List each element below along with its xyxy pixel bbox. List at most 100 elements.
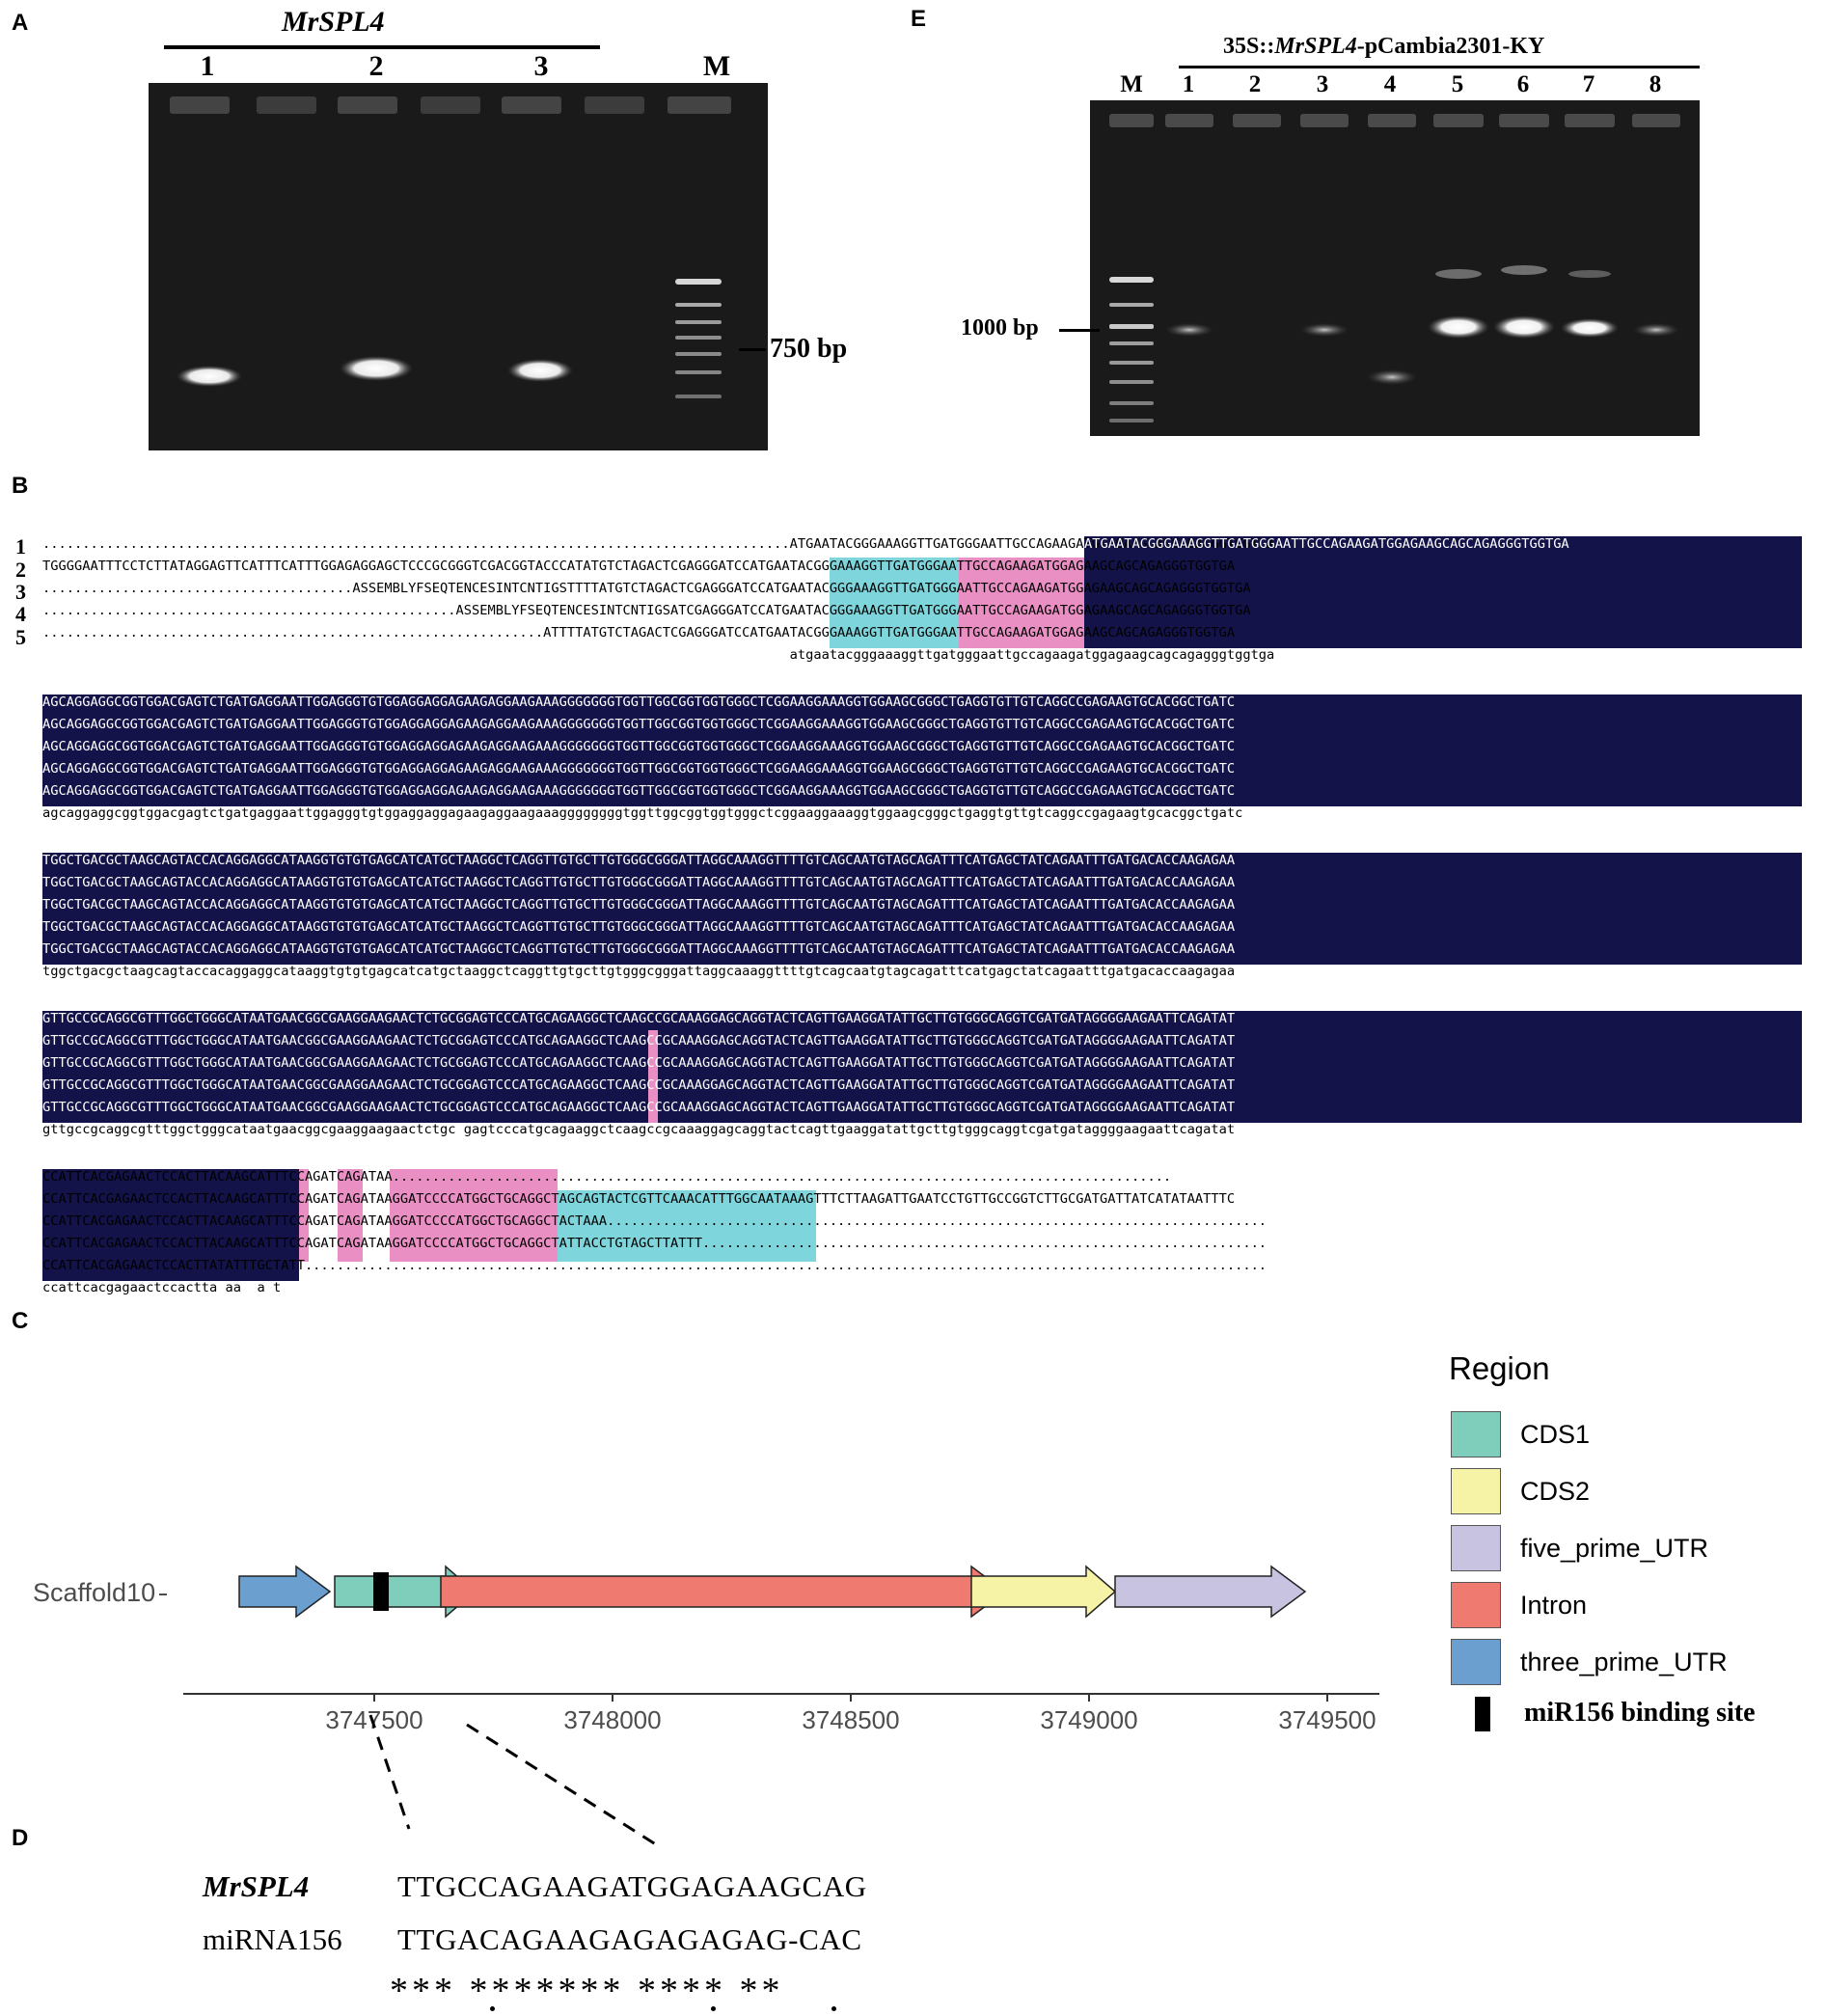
gene-feature-five-prime-utr — [1114, 1565, 1307, 1619]
alignment-seq: TGGGGAATTTCCTCTTATAGGAGTTCATTTCATTTGGAGA… — [42, 558, 1236, 574]
alignment-row: TGGCTGACGCTAAGCAGTACCACAGGAGGCATAAGGTGTG… — [42, 917, 1802, 937]
gene-feature-three-prime-utr — [238, 1565, 332, 1619]
alignment-identity-bg-3 — [42, 853, 1802, 965]
genome-axis-tick-label: 3748500 — [802, 1705, 900, 1734]
alignment-seq: ........................................… — [42, 625, 1236, 640]
alignment-row: GTTGCCGCAGGCGTTTGGCTGGGCATAATGAACGGCGAAG… — [42, 1031, 1802, 1050]
alignment-highlight-pink-5a — [299, 1169, 309, 1262]
seq-name-mirna156: miRNA156 — [203, 1922, 342, 1956]
alignment-seq: GTTGCCGCAGGCGTTTGGCTGGGCATAATGAACGGCGAAG… — [42, 1100, 1236, 1115]
legend-swatch — [1451, 1582, 1501, 1628]
marker-label-a: 750 bp — [770, 334, 848, 364]
alignment-consensus: agcaggaggcggtggacgagtctgatgaggaattggaggg… — [42, 804, 1802, 823]
alignment-highlight-pink-5b — [338, 1169, 363, 1262]
gene-feature-intron — [440, 1565, 1007, 1619]
alignment-seq: CCATTCACGAGAACTCCACTTACAAGCATTTCCAGATCAG… — [42, 1236, 1267, 1251]
panel-label-d: D — [12, 1825, 29, 1851]
alignment-row: .......................................A… — [42, 579, 1802, 598]
alignment-consensus-seq: ccattcacgagaactccactta aa a t — [42, 1280, 282, 1295]
alignment-highlight-cyan-5 — [558, 1190, 816, 1262]
legend-label: CDS2 — [1520, 1477, 1591, 1506]
gel-e-graphics — [1109, 114, 1680, 422]
alignment-row: CCATTCACGAGAACTCCACTTATATTTGCTATT.......… — [42, 1256, 1802, 1275]
alignment-consensus-seq: atgaatacgggaaaggttgatgggaattgccagaagatgg… — [42, 647, 1275, 663]
legend-swatch — [1451, 1411, 1501, 1458]
alignment-seq: TGGCTGACGCTAAGCAGTACCACAGGAGGCATAAGGTGTG… — [42, 875, 1236, 890]
seq-row-number-3: 3 — [15, 580, 26, 604]
lane-label-a-1: 1 — [200, 50, 215, 82]
genome-axis-tick-label: 3748000 — [563, 1705, 662, 1734]
alignment-seq: TGGCTGACGCTAAGCAGTACCACAGGAGGCATAAGGTGTG… — [42, 897, 1236, 913]
panel-label-a: A — [12, 10, 29, 36]
alignment-row: GTTGCCGCAGGCGTTTGGCTGGGCATAATGAACGGCGAAG… — [42, 1076, 1802, 1095]
alignment-row: TGGCTGACGCTAAGCAGTACCACAGGAGGCATAAGGTGTG… — [42, 873, 1802, 892]
alignment-row: ........................................… — [42, 623, 1802, 642]
lane-label-e-3: 3 — [1316, 71, 1329, 97]
genome-axis-tick-label: 3749000 — [1040, 1705, 1138, 1734]
alignment-row: ........................................… — [42, 534, 1802, 554]
track-tick — [159, 1593, 168, 1595]
alignment-block-2: AGCAGGAGGCGGTGGACGAGTCTGATGAGGAATTGGAGGG… — [42, 693, 1802, 823]
panel-label-b: B — [12, 473, 29, 499]
construct-gene: MrSPL4 — [1274, 34, 1357, 59]
construct-prefix: 35S:: — [1223, 34, 1275, 59]
panel-label-e: E — [911, 6, 927, 32]
gel-image-e — [1090, 100, 1700, 436]
alignment-consensus-seq: tggctgacgctaagcagtaccacaggaggcataaggtgtg… — [42, 964, 1236, 979]
gel-image-a — [149, 83, 768, 450]
lane-label-a-2: 2 — [368, 50, 384, 82]
lane-label-e-6: 6 — [1516, 71, 1530, 97]
marker-label-e: 1000 bp — [961, 315, 1039, 341]
alignment-seq: TGGCTGACGCTAAGCAGTACCACAGGAGGCATAAGGTGTG… — [42, 919, 1236, 935]
seq-mrspl4: TTGCCAGAAGATGGAGAAGCAG — [397, 1869, 867, 1903]
alignment-identity-bg-4 — [42, 1011, 1802, 1123]
seq-match-line: *** ******* **** ** — [390, 1971, 784, 2011]
alignment-consensus: atgaatacgggaaaggttgatgggaattgccagaagatgg… — [42, 645, 1802, 665]
alignment-row: AGCAGGAGGCGGTGGACGAGTCTGATGAGGAATTGGAGGG… — [42, 759, 1802, 778]
seq-name-mrspl4: MrSPL4 — [203, 1869, 310, 1903]
alignment-seq: CCATTCACGAGAACTCCACTTACAAGCATTTCCAGATCAG… — [42, 1213, 1267, 1229]
lane-label-a-3: 3 — [533, 50, 549, 82]
alignment-seq: CCATTCACGAGAACTCCACTTACAAGCATTTCCAGATCAG… — [42, 1191, 1236, 1207]
lane-label-e-2: 2 — [1248, 71, 1262, 97]
alignment-row: AGCAGGAGGCGGTGGACGAGTCTGATGAGGAATTGGAGGG… — [42, 781, 1802, 801]
seq-mirna156: TTGACAGAAGAGAGAGAG-CAC — [397, 1922, 862, 1956]
zoom-line-left — [368, 1714, 411, 1830]
alignment-row: GTTGCCGCAGGCGTTTGGCTGGGCATAATGAACGGCGAAG… — [42, 1098, 1802, 1117]
alignment-seq: .......................................A… — [42, 581, 1251, 596]
alignment-row: CCATTCACGAGAACTCCACTTACAAGCATTTCCAGATCAG… — [42, 1189, 1802, 1209]
alignment-identity-bg-5 — [42, 1169, 299, 1281]
alignment-identity-bg-1 — [1084, 536, 1802, 648]
alignment-seq: AGCAGGAGGCGGTGGACGAGTCTGATGAGGAATTGGAGGG… — [42, 761, 1236, 776]
gene-bracket-a — [164, 45, 600, 49]
alignment-seq: AGCAGGAGGCGGTGGACGAGTCTGATGAGGAATTGGAGGG… — [42, 695, 1236, 710]
zoom-line-right — [466, 1723, 663, 1850]
alignment-block-4: GTTGCCGCAGGCGTTTGGCTGGGCATAATGAACGGCGAAG… — [42, 1009, 1802, 1139]
alignment-row: GTTGCCGCAGGCGTTTGGCTGGGCATAATGAACGGCGAAG… — [42, 1053, 1802, 1073]
lane-label-e-8: 8 — [1649, 71, 1662, 97]
alignment-highlight-pink-4 — [648, 1030, 658, 1123]
legend-swatch — [1451, 1639, 1501, 1685]
alignment-highlight-pink-1 — [959, 558, 1084, 648]
alignment-row: GTTGCCGCAGGCGTTTGGCTGGGCATAATGAACGGCGAAG… — [42, 1009, 1802, 1028]
legend-label: five_prime_UTR — [1520, 1534, 1709, 1563]
alignment-seq: CCATTCACGAGAACTCCACTTATATTTGCTATT.......… — [42, 1258, 1267, 1273]
construct-label-e: 35S::MrSPL4-pCambia2301-KY — [1223, 34, 1544, 60]
alignment-seq: TGGCTGACGCTAAGCAGTACCACAGGAGGCATAAGGTGTG… — [42, 941, 1236, 957]
alignment-row: AGCAGGAGGCGGTGGACGAGTCTGATGAGGAATTGGAGGG… — [42, 693, 1802, 712]
alignment-row: ........................................… — [42, 601, 1802, 620]
gene-feature-cds2 — [970, 1565, 1117, 1619]
legend-label: three_prime_UTR — [1520, 1648, 1728, 1676]
legend-label: Intron — [1520, 1591, 1588, 1620]
alignment-row: CCATTCACGAGAACTCCACTTACAAGCATTTCCAGATCAG… — [42, 1167, 1802, 1186]
marker-tick-a — [739, 348, 766, 351]
lane-label-e-4: 4 — [1383, 71, 1397, 97]
alignment-row: TGGCTGACGCTAAGCAGTACCACAGGAGGCATAAGGTGTG… — [42, 851, 1802, 870]
panel-label-c: C — [12, 1308, 29, 1334]
alignment-consensus-seq: gttgccgcaggcgtttggctgggcataatgaacggcgaag… — [42, 1122, 1236, 1137]
mismatch-dot — [831, 2006, 836, 2011]
gene-structure-svg — [183, 1565, 1379, 1702]
seq-row-number-4: 4 — [15, 602, 26, 626]
alignment-consensus: tggctgacgctaagcagtaccacaggaggcataaggtgtg… — [42, 962, 1802, 981]
legend-swatch — [1451, 1525, 1501, 1571]
